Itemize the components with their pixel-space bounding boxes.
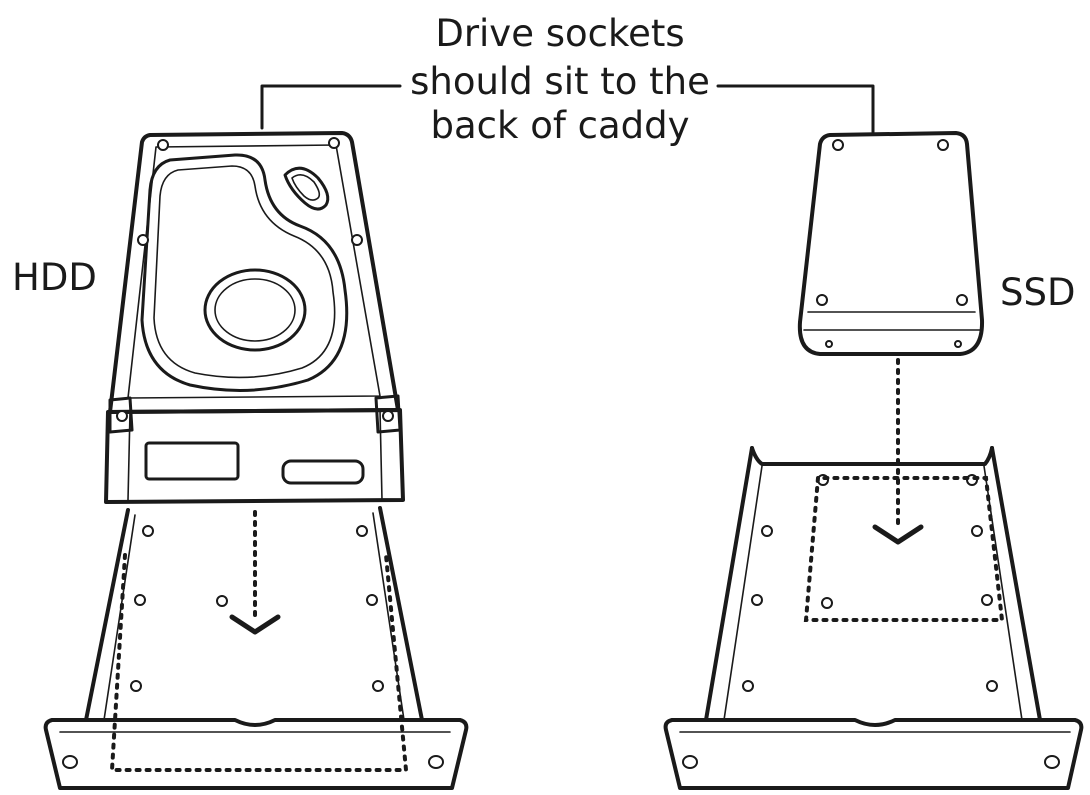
ssd-drive (797, 131, 985, 356)
hdd-caddy (43, 506, 469, 790)
hdd-insert-arrow (229, 510, 281, 635)
ssd-caddy (663, 446, 1084, 790)
callout-line-1: Drive sockets (435, 12, 684, 55)
callout-leader-line (260, 84, 875, 134)
ssd-label: SSD (1000, 271, 1075, 314)
callout-line-3: back of caddy (431, 104, 690, 147)
hdd-label: HDD (12, 256, 97, 299)
callout-line-2: should sit to the (410, 60, 710, 103)
ssd-insert-arrow (872, 358, 924, 545)
hdd-drive (104, 131, 405, 504)
